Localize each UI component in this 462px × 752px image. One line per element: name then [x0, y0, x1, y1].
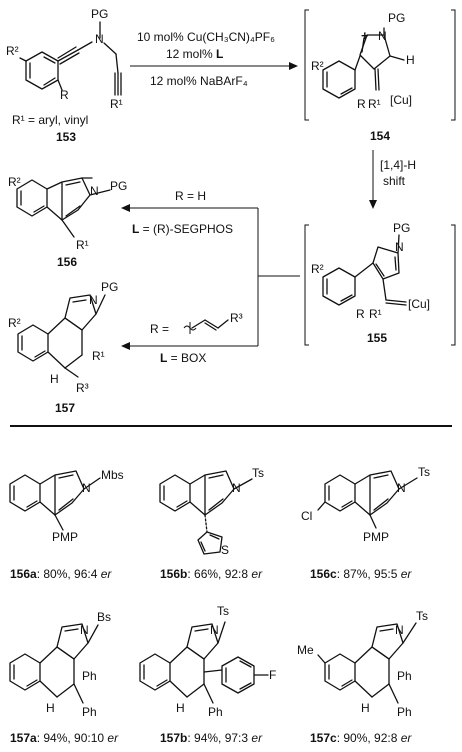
ex157a-group2: Ph	[82, 705, 97, 719]
i154-r2: R²	[311, 59, 324, 73]
example-157c: N Ts Me Ph H Ph 157c: 90%, 92:8 er	[297, 609, 428, 745]
ex157a-substituent: Bs	[97, 610, 111, 624]
cond-top-2: 12 mol% L	[166, 47, 223, 61]
cond-top-1: 10 mol% Cu(CH₃CN)₄PF₆	[137, 30, 275, 44]
i154-h: H	[406, 53, 415, 67]
ex157c-h: H	[361, 701, 370, 715]
i155-pg: PG	[393, 221, 410, 235]
r153-r2: R²	[6, 44, 19, 58]
r153-r: R	[60, 88, 69, 102]
i155-cu: [Cu]	[408, 297, 430, 311]
ex157c-group2: Ph	[397, 705, 412, 719]
branch-arrows: R = H L = (R)-SEGPHOS R = R³ L = BOX	[121, 189, 300, 365]
ex157b-label: 157b: 94%, 97:3 er	[160, 731, 263, 745]
p157-n: N	[89, 293, 98, 307]
example-157a: N Bs Ph H Ph 157a: 94%, 90:10 er	[9, 610, 119, 745]
cond-top-3: 12 mol% NaBArF₄	[150, 74, 248, 88]
ex156c-extra: Cl	[301, 509, 312, 523]
p157-r1: R¹	[92, 349, 105, 363]
ex157c-n: N	[395, 623, 404, 637]
i154-number: 154	[370, 129, 390, 143]
top-reaction-arrow: 10 mol% Cu(CH₃CN)₄PF₆ 12 mol% L 12 mol% …	[130, 30, 298, 88]
ex157c-group: Ph	[397, 669, 412, 683]
i154-r1: R¹	[368, 97, 381, 111]
i155-r2: R²	[311, 262, 324, 276]
product-156: N PG R² R¹ 156	[8, 175, 127, 269]
ex157a-h: H	[46, 701, 55, 715]
p157-r2: R²	[8, 316, 21, 330]
ex156b-label: 156b: 66%, 92:8 er	[160, 567, 263, 581]
r153-number: 153	[56, 130, 76, 144]
ex156a-n: N	[82, 481, 91, 495]
ex157c-extra: Me	[297, 643, 314, 657]
ex156c-label: 156c: 87%, 95:5 er	[310, 567, 412, 581]
p157-h: H	[50, 372, 59, 386]
ex156c-n: N	[397, 481, 406, 495]
p157-number: 157	[55, 401, 75, 415]
product-157: N PG R² R¹ H R³ 157	[8, 280, 118, 415]
ex156c-substituent: Ts	[418, 465, 430, 479]
p156-n: N	[90, 184, 99, 198]
reactant-153: N PG R² R R¹ R¹ = aryl, vinyl 153	[6, 7, 123, 144]
i155-n: N	[395, 240, 404, 254]
p157-r3: R³	[76, 381, 89, 395]
cond-157-r3: R³	[230, 311, 243, 325]
ex157b-substituent: Ts	[217, 604, 229, 618]
ex157c-label: 157c: 90%, 92:8 er	[310, 731, 412, 745]
shift-line2: shift	[383, 174, 406, 188]
i154-cu: [Cu]	[390, 93, 412, 107]
r153-r1: R¹	[110, 97, 123, 111]
cond-157-1: R =	[150, 322, 169, 336]
i154-n: N	[378, 29, 387, 43]
ex157b-h: H	[176, 701, 185, 715]
cond-156-1: R = H	[175, 189, 206, 203]
ex156a-group: PMP	[52, 530, 78, 544]
p156-r1: R¹	[76, 238, 89, 252]
ex156b-n: N	[232, 481, 241, 495]
example-156b: N Ts S 156b: 66%, 92:8 er	[159, 466, 264, 581]
ex157a-label: 157a: 94%, 90:10 er	[10, 731, 119, 745]
example-156c: N Ts Cl PMP 156c: 87%, 95:5 er	[301, 465, 430, 581]
i155-r1: R¹	[369, 307, 382, 321]
ex156c-group: PMP	[363, 530, 389, 544]
ex156a-substituent: Mbs	[101, 468, 124, 482]
p156-pg: PG	[110, 179, 127, 193]
shift-arrow: [1,4]-H shift	[369, 150, 416, 209]
ex157a-n: N	[80, 623, 89, 637]
example-156a: N Mbs PMP 156a: 80%, 96:4 er	[9, 468, 124, 581]
i155-number: 155	[367, 331, 387, 345]
cond-157-2: L = BOX	[160, 351, 206, 365]
i154-plus: +	[361, 28, 369, 43]
ex156a-label: 156a: 80%, 96:4 er	[10, 567, 112, 581]
intermediate-154: N PG + H R² R R¹ [Cu] 154	[304, 9, 456, 143]
example-157b: N Ts F H Ph 157b: 94%, 97:3 er	[139, 604, 276, 745]
r153-n: N	[95, 32, 104, 46]
ex157c-substituent: Ts	[416, 609, 428, 623]
ex156b-substituent: Ts	[252, 466, 264, 480]
intermediate-155: PG N R² R R¹ [Cu] 155	[304, 221, 456, 346]
ex156b-group: S	[221, 543, 229, 557]
r153-r1-note: R¹ = aryl, vinyl	[12, 113, 88, 127]
p156-number: 156	[57, 255, 77, 269]
i155-r: R	[356, 307, 365, 321]
ex157b-group: F	[269, 668, 276, 682]
ex157b-group2: Ph	[208, 705, 223, 719]
ex157b-n: N	[210, 623, 219, 637]
cond-156-2: L = (R)-SEGPHOS	[132, 222, 233, 236]
ex157a-group: Ph	[82, 669, 97, 683]
p156-r2: R²	[8, 175, 21, 189]
p157-pg: PG	[101, 280, 118, 294]
i154-pg: PG	[388, 11, 405, 25]
r153-pg: PG	[91, 7, 108, 21]
i154-r: R	[357, 97, 366, 111]
shift-line1: [1,4]-H	[380, 158, 416, 172]
